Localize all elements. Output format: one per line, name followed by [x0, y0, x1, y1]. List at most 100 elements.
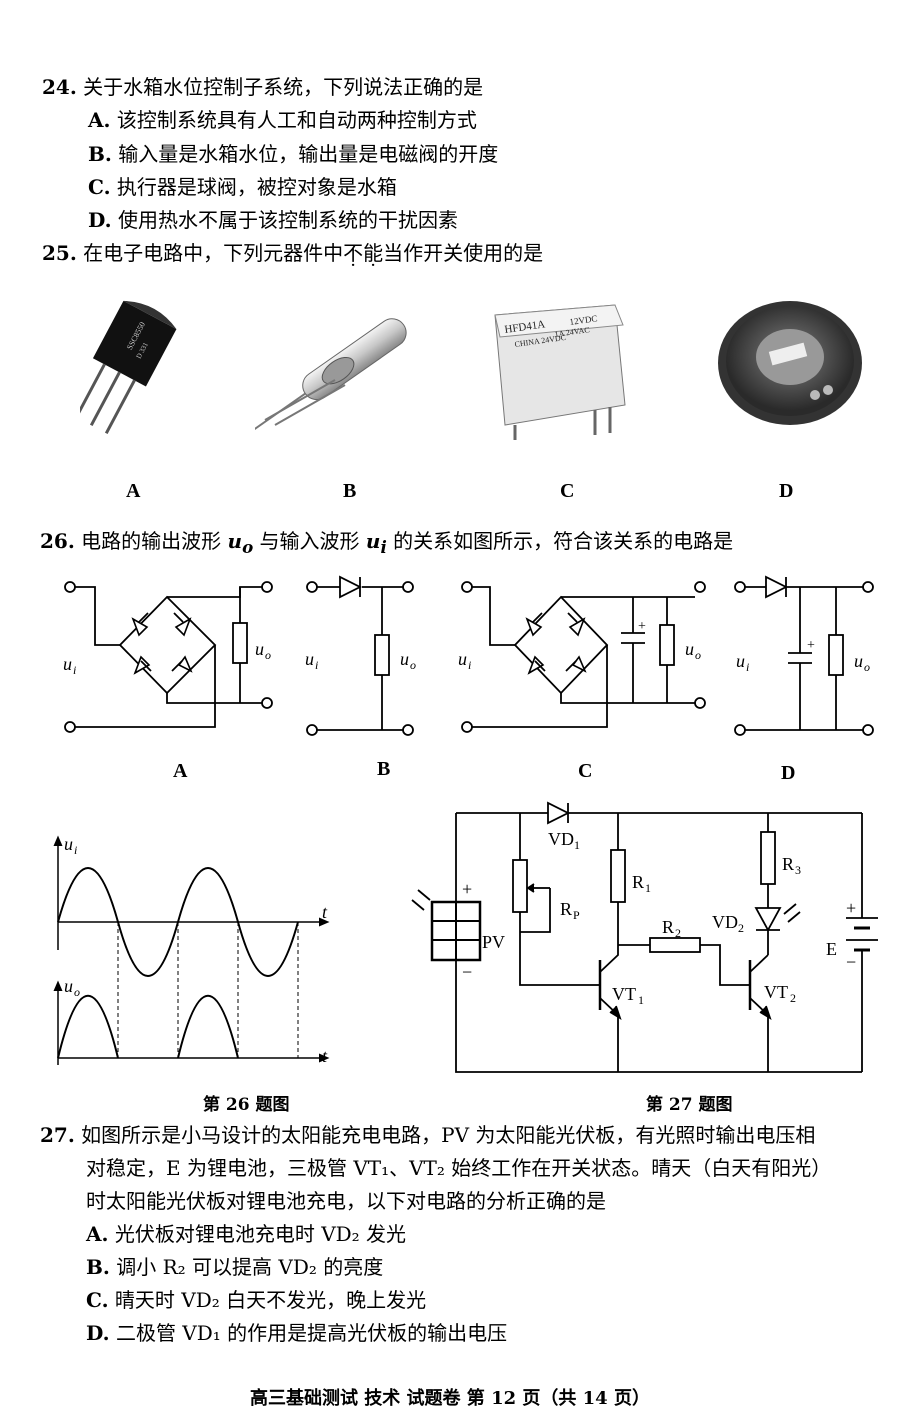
label-vt2: VT: [764, 982, 788, 1002]
wave-ui-sub: i: [74, 843, 77, 857]
q27-stem-line3: 时太阳能光伏板对锂电池充电，以下对电路的分析正确的是: [86, 1189, 606, 1213]
q25-emphasis-1: 不: [343, 241, 363, 265]
waveform-figure: u i u o t t: [53, 834, 330, 1066]
q26-ui-sub: i: [380, 537, 387, 557]
q27-option-d-key: D.: [86, 1321, 110, 1345]
label-r1-sub: 1: [645, 881, 651, 895]
circuit-b: u i u o: [305, 575, 416, 736]
q26-stem: 26. 电路的输出波形 uo 与输入波形 ui 的关系如图所示，符合该关系的电路…: [40, 528, 733, 560]
circuit-b-ui-sub: i: [315, 658, 318, 672]
q25-stem-pre: 在电子电路中，下列元器件中: [83, 241, 344, 265]
fig27-caption: 第 27 题图: [646, 1095, 733, 1115]
q25-number: 25.: [42, 241, 77, 265]
circuit-d-uo: u: [854, 651, 863, 671]
label-vt2-sub: 2: [790, 991, 796, 1005]
q26-label-d: D: [781, 762, 796, 784]
circuit-c-uo: u: [685, 639, 694, 659]
q27-option-c: C. 晴天时 VD₂ 白天不发光，晚上发光: [86, 1287, 426, 1313]
relay-rating-1: 12VDC: [569, 313, 598, 327]
q25-label-a: A: [126, 480, 141, 502]
q24-option-a-key: A.: [88, 108, 111, 132]
relay-image: HFD41A 12VDC 1A 24VAC CHINA 24VDC: [494, 304, 626, 440]
label-vd2: VD: [712, 912, 738, 932]
circuit-b-uo: u: [400, 649, 409, 669]
q24-option-c-key: C.: [88, 175, 111, 199]
wave-t-top: t: [322, 902, 328, 922]
q24-option-b-text: 输入量是水箱水位，输出量是电磁阀的开度: [118, 142, 499, 166]
page-footer: 高三基础测试 技术 试题卷 第 12 页（共 14 页）: [250, 1388, 650, 1409]
circuit-d-uo-sub: o: [864, 660, 870, 674]
q24-option-b: B. 输入量是水箱水位，输出量是电磁阀的开度: [88, 141, 498, 167]
fig26-caption: 第 26 题图: [203, 1095, 290, 1115]
circuit-a-uo: u: [255, 639, 264, 659]
label-vd1: VD: [548, 829, 574, 849]
wave-uo: u: [64, 976, 73, 996]
label-pv: PV: [482, 932, 505, 952]
q26-stem-pre: 电路的输出波形: [81, 529, 228, 553]
q25-label-b: B: [343, 480, 357, 502]
q27-option-c-text: 晴天时 VD₂ 白天不发光，晚上发光: [114, 1288, 427, 1312]
circuit-a-uo-sub: o: [265, 648, 271, 662]
label-vt1-sub: 1: [638, 993, 644, 1007]
label-vd2-sub: 2: [738, 921, 744, 935]
circuit-a: u i u o: [63, 581, 273, 733]
circuit-c-uo-sub: o: [695, 648, 701, 662]
q27-option-d: D. 二极管 VD₁ 的作用是提高光伏板的输出电压: [86, 1320, 507, 1346]
q26-stem-mid: 与输入波形: [253, 529, 366, 553]
circuit-b-ui: u: [305, 649, 314, 669]
circuit-c: + u i u o: [458, 581, 706, 733]
label-rp-sub: P: [573, 908, 580, 922]
circuit-b-uo-sub: o: [410, 658, 416, 672]
q27-number: 27.: [40, 1123, 75, 1147]
q24-option-c-text: 执行器是球阀，被控对象是水箱: [116, 175, 397, 199]
relay-model-text: HFD41A: [504, 318, 546, 336]
circuit-a-ui: u: [63, 654, 72, 674]
solar-circuit-figure: VD 1 R 1 R P R 2 R 3 VD 2 VT 1 VT 2 PV E…: [411, 801, 878, 1073]
q26-label-a: A: [173, 760, 188, 782]
label-r2: R: [662, 917, 674, 937]
q24-option-a: A. 该控制系统具有人工和自动两种控制方式: [88, 107, 477, 133]
q27-option-a-key: A.: [86, 1222, 109, 1246]
pv-plus: +: [462, 879, 472, 899]
label-vt1: VT: [612, 984, 636, 1004]
q25-emphasis-2: 能: [363, 241, 383, 265]
q27-option-a-text: 光伏板对锂电池充电时 VD₂ 发光: [114, 1222, 407, 1246]
q24-option-a-text: 该控制系统具有人工和自动两种控制方式: [116, 108, 477, 132]
q24-option-d: D. 使用热水不属于该控制系统的干扰因素: [88, 207, 458, 233]
q27-option-b-key: B.: [86, 1255, 110, 1279]
q24-option-d-key: D.: [88, 208, 112, 232]
wave-t-bottom: t: [322, 1046, 328, 1066]
circuit-d: + u i u o: [734, 575, 874, 736]
q24-stem: 24. 关于水箱水位控制子系统，下列说法正确的是: [42, 74, 483, 100]
q27-option-b-text: 调小 R₂ 可以提高 VD₂ 的亮度: [116, 1255, 384, 1279]
q25-stem-post: 当作开关使用的是: [383, 241, 544, 265]
label-r3-sub: 3: [795, 863, 801, 877]
q26-number: 26.: [40, 529, 75, 553]
q27-stem-line1: 27. 如图所示是小马设计的太阳能充电电路，PV 为太阳能光伏板，有光照时输出电…: [40, 1122, 815, 1148]
q27-stem-text-1: 如图所示是小马设计的太阳能充电电路，PV 为太阳能光伏板，有光照时输出电压相: [81, 1123, 816, 1147]
q25-stem: 25. 在电子电路中，下列元器件中不能当作开关使用的是: [42, 240, 543, 266]
q27-option-c-key: C.: [86, 1288, 109, 1312]
reed-switch-image: [255, 318, 407, 435]
q26-uo-sub: o: [242, 537, 254, 557]
label-r1: R: [632, 872, 644, 892]
battery-plus: +: [846, 898, 856, 918]
wave-ui: u: [64, 834, 73, 854]
q25-label-c: C: [560, 480, 575, 502]
circuit-d-ui-sub: i: [746, 660, 749, 674]
circuit-d-ui: u: [736, 651, 745, 671]
label-r3: R: [782, 854, 794, 874]
circuit-c-ui: u: [458, 649, 467, 669]
q27-option-b: B. 调小 R₂ 可以提高 VD₂ 的亮度: [86, 1254, 383, 1280]
q24-option-d-text: 使用热水不属于该控制系统的干扰因素: [117, 208, 458, 232]
label-vd1-sub: 1: [574, 838, 580, 852]
label-r2-sub: 2: [675, 926, 681, 940]
circuit-c-ui-sub: i: [468, 658, 471, 672]
speaker-image: [718, 301, 862, 425]
q27-stem-line2: 对稳定，E 为锂电池，三极管 VT₁、VT₂ 始终工作在开关状态。晴天（白天有阳…: [86, 1156, 832, 1180]
q24-option-c: C. 执行器是球阀，被控对象是水箱: [88, 174, 397, 200]
transistor-image: SSC8550 D 331: [80, 300, 177, 435]
battery-minus: −: [846, 952, 856, 972]
q26-ui: u: [365, 529, 381, 553]
wave-uo-sub: o: [74, 985, 80, 999]
